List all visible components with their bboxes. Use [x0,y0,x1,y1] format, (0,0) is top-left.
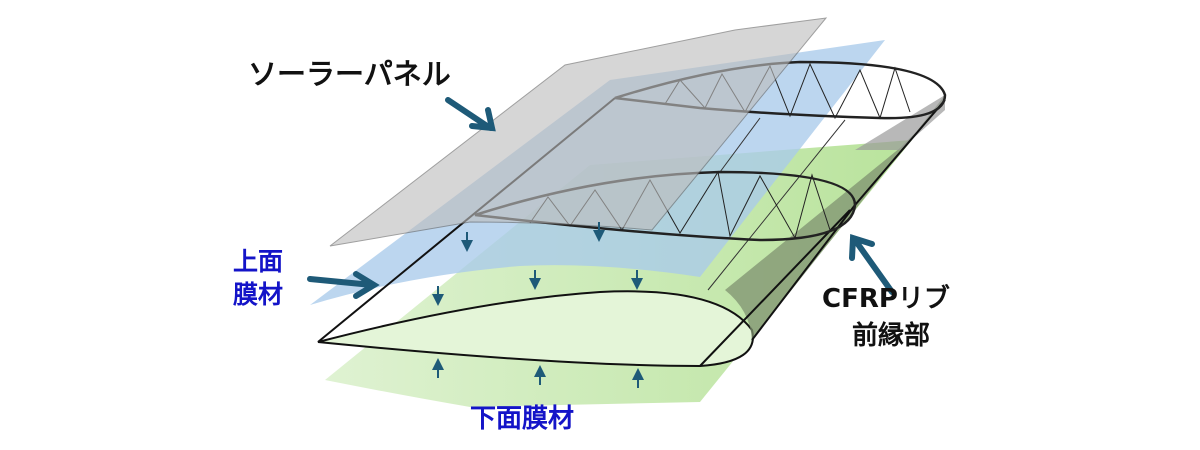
leading-edge-upper-skin [855,95,945,150]
cfrp-rib-label-line1: CFRPリブ [822,284,950,314]
solar-panel [329,17,828,247]
solar-panel-arrow [445,97,496,132]
cfrp-rib-label-line2: 前縁部 [852,321,931,351]
callout-arrows [307,97,895,299]
lower-membrane-label: 下面膜材 [470,404,575,434]
front-rib-truss [529,170,831,240]
solar-panel-label: ソーラーパネル [248,57,451,91]
cfrp-rib-arrow [849,233,895,295]
leading-edge-skin [725,95,945,340]
upper-membrane-label-line2: 膜材 [233,280,284,309]
upper-membrane-arrow [307,271,380,299]
upper-membrane-label-line1: 上面 [233,247,284,276]
membrane-load-arrows [432,222,644,388]
